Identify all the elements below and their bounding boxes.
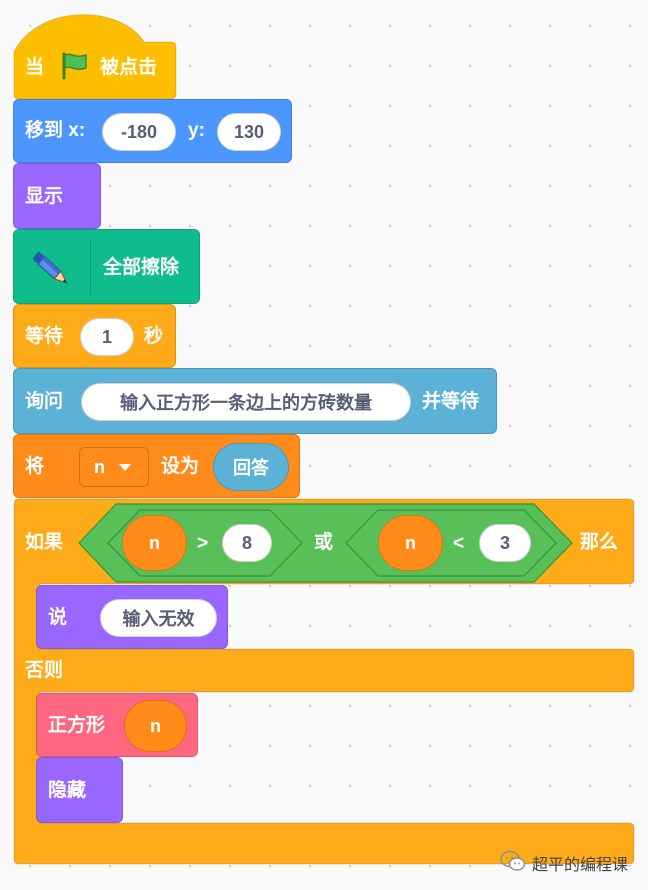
compare-value-left-input[interactable]: 8 [222, 524, 272, 562]
if-label: 如果 [25, 532, 64, 553]
x-input[interactable]: -180 [102, 113, 176, 151]
wechat-icon [500, 850, 526, 871]
go-to-x-label: 移到 x: [25, 120, 86, 141]
hat-block-shape [13, 14, 177, 100]
ask-suffix-label: 并等待 [422, 391, 480, 412]
square-custom-block[interactable]: 正方形 n [36, 693, 198, 757]
pen-icon [32, 252, 68, 284]
erase-all-label: 全部擦除 [103, 257, 180, 278]
n-reporter-left[interactable]: n [122, 515, 187, 571]
if-else-block-shape [13, 498, 635, 865]
set-variable-block[interactable]: 将 n 设为 回答 [13, 434, 300, 498]
hat-suffix-label: 被点击 [100, 57, 158, 78]
go-to-xy-block[interactable]: 移到 x: -180 y: 130 [13, 99, 292, 163]
set-label: 将 [25, 456, 45, 477]
wait-label: 等待 [25, 326, 64, 347]
square-block-label: 正方形 [48, 715, 106, 736]
hide-label: 隐藏 [48, 780, 87, 801]
erase-all-block[interactable]: 全部擦除 [13, 229, 200, 304]
variable-dropdown[interactable]: n [79, 447, 149, 487]
else-label: 否则 [25, 660, 64, 681]
square-arg-n-reporter[interactable]: n [124, 700, 187, 752]
y-input[interactable]: 130 [217, 113, 281, 151]
show-block[interactable]: 显示 [13, 163, 101, 229]
or-label: 或 [314, 532, 334, 553]
greater-than-symbol: > [197, 533, 209, 554]
ask-question-input[interactable]: 输入正方形一条边上的方砖数量 [81, 383, 411, 421]
answer-reporter[interactable]: 回答 [213, 443, 289, 491]
n-reporter-right[interactable]: n [378, 515, 443, 571]
chevron-down-icon [119, 464, 131, 471]
say-block[interactable]: 说 输入无效 [36, 585, 228, 649]
say-label: 说 [48, 607, 68, 628]
watermark-text: 超平的编程课 [532, 855, 629, 874]
wait-seconds-input[interactable]: 1 [80, 318, 134, 356]
ask-label: 询问 [25, 391, 64, 412]
pen-divider [90, 238, 91, 295]
ask-and-wait-block[interactable]: 询问 输入正方形一条边上的方砖数量 并等待 [13, 368, 497, 434]
show-label: 显示 [25, 186, 64, 207]
then-label: 那么 [580, 532, 619, 553]
green-flag-icon [62, 52, 87, 80]
hide-block[interactable]: 隐藏 [36, 757, 123, 823]
say-text-input[interactable]: 输入无效 [100, 599, 217, 637]
wait-block[interactable]: 等待 1 秒 [13, 304, 176, 368]
variable-name: n [94, 457, 105, 477]
y-label: y: [188, 120, 205, 141]
compare-value-right-input[interactable]: 3 [479, 524, 531, 562]
hat-prefix-label: 当 [25, 57, 45, 78]
wait-unit-label: 秒 [144, 326, 164, 347]
set-to-label: 设为 [161, 456, 200, 477]
less-than-symbol: < [453, 533, 465, 554]
